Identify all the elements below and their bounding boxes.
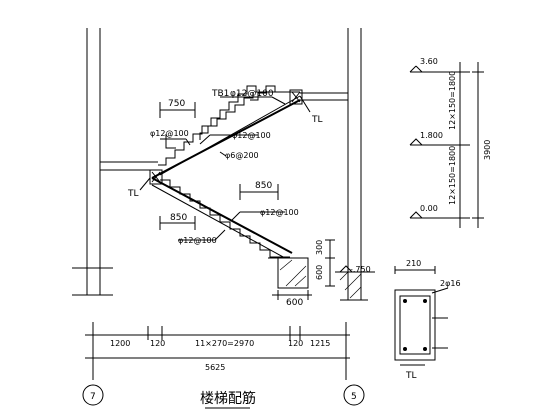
upper-flight-treads bbox=[199, 85, 276, 140]
dim-600-v-label: 600 bbox=[315, 265, 324, 280]
dim-total-5625: 5625 bbox=[205, 363, 225, 372]
dim-850-upper-label: 850 bbox=[255, 181, 272, 191]
rebar-lower-left-label: φ12@100 bbox=[178, 236, 217, 245]
rebar-upper-mid-label: φ12@100 bbox=[232, 131, 271, 140]
elevation-3-60: 3.60 bbox=[420, 57, 438, 66]
elev-neg-label: -.750 bbox=[350, 265, 371, 274]
beam-section bbox=[394, 266, 449, 366]
dim-600-h-label: 600 bbox=[286, 298, 303, 308]
elevation-0-00: 0.00 bbox=[420, 204, 438, 213]
total-height-label: 3900 bbox=[483, 140, 492, 160]
axis-5-label: 5 bbox=[351, 392, 357, 402]
elevation-marker-neg bbox=[339, 265, 353, 273]
mid-landing-beam bbox=[149, 169, 163, 185]
drawing-title: 楼梯配筋 bbox=[200, 390, 256, 407]
lower-flight bbox=[151, 177, 293, 259]
dim-1215: 1215 bbox=[310, 339, 330, 348]
rebar-upper-left-label: φ12@100 bbox=[150, 129, 189, 138]
tb1-label: TB1 bbox=[211, 89, 229, 99]
landing-slabs bbox=[100, 92, 348, 171]
tl-top-label: TL bbox=[311, 115, 323, 125]
dim-850-lower-label: 850 bbox=[170, 213, 187, 223]
dim-750-label: 750 bbox=[168, 99, 185, 109]
segment-upper-label: 12×150=1800 bbox=[448, 71, 457, 130]
right-wall bbox=[347, 28, 362, 300]
bottom-dimension-lines bbox=[82, 322, 365, 409]
rebar-lower-right-label: φ12@100 bbox=[260, 208, 299, 217]
segment-lower-label: 12×150=1800 bbox=[448, 146, 457, 205]
top-landing-beam bbox=[289, 89, 303, 105]
stair-footing bbox=[268, 257, 309, 289]
dim-120-left: 120 bbox=[150, 339, 165, 348]
dim-120-right: 120 bbox=[288, 339, 303, 348]
dist-rebar-label: φ6@200 bbox=[225, 151, 259, 160]
section-tl-label: TL bbox=[405, 371, 417, 381]
tl-mid-label: TL bbox=[127, 189, 139, 199]
elevation-column bbox=[409, 62, 484, 228]
step-dimensions bbox=[159, 102, 335, 300]
rebar-top-label: φ12@100 bbox=[230, 89, 274, 99]
leader-lines bbox=[139, 95, 311, 241]
beam-rebar-label: 2φ16 bbox=[440, 279, 461, 288]
dim-300-label: 300 bbox=[315, 240, 324, 255]
beam-width-label: 210 bbox=[406, 259, 421, 268]
axis-7-label: 7 bbox=[90, 392, 96, 402]
ground-hatch bbox=[335, 271, 375, 301]
dim-treads: 11×270=2970 bbox=[195, 339, 254, 348]
dim-1200: 1200 bbox=[110, 339, 130, 348]
elevation-1-800: 1.800 bbox=[420, 131, 443, 140]
